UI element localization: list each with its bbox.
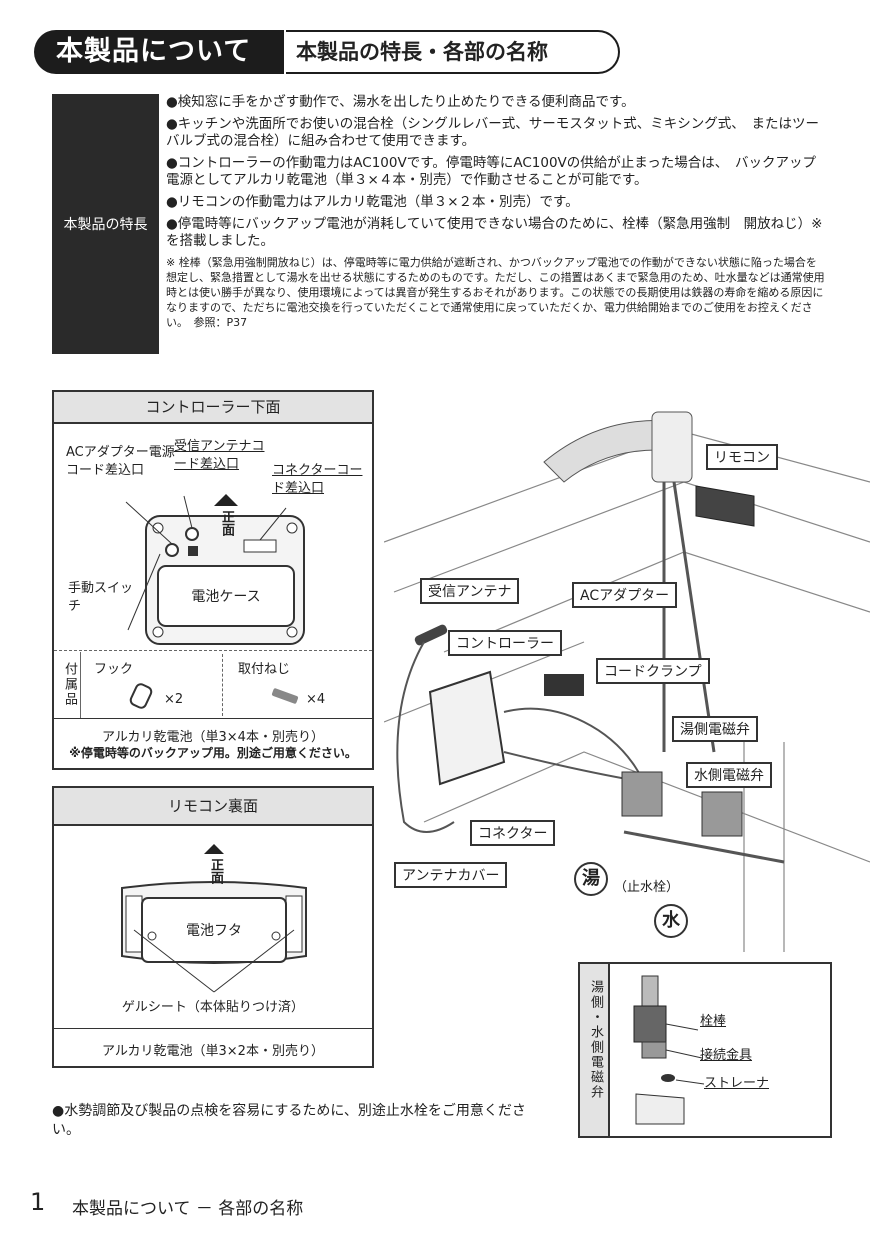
remote-battery-cover: 電池フタ (186, 923, 242, 939)
controller-battery: アルカリ乾電池（単3×4本・別売り） (102, 730, 324, 745)
feature-item: ●キッチンや洗面所でお使いの混合栓（シングルレバー式、サーモスタット式、ミキシン… (166, 116, 820, 149)
connector-port-label: コネクターコード差込口 (272, 463, 363, 496)
antenna-cover-tag: アンテナカバー (394, 862, 508, 888)
section-title: 本製品について (34, 30, 284, 74)
feature-item: ●リモコンの作動電力はアルカリ乾電池（単３×２本・別売）です。 (166, 194, 579, 210)
battery-case: 電池ケース (191, 589, 261, 605)
plug-label: 栓棒 (700, 1014, 727, 1029)
remote-title: リモコン裏面 (54, 788, 372, 826)
controller-tag: コントローラー (448, 630, 562, 656)
valve-inset: 湯側・水側電磁弁 栓棒 接続金具 ストレーナ (578, 962, 832, 1138)
stop-valve-note: ●水勢調節及び製品の点検を容易にするために、別途止水栓をご用意ください。 (52, 1103, 526, 1138)
remote-tag: リモコン (706, 444, 778, 470)
stop-valve-label: （止水栓） (614, 880, 680, 895)
antenna-port-label: 受信アンテナコード差込口 (174, 439, 265, 472)
features-list: ●検知窓に手をかざす動作で、湯水を出したり止めたりできる便利商品です。 ●キッチ… (166, 94, 836, 330)
feature-item: ●コントローラーの作動電力はAC100Vです。停電時等にAC100Vの供給が止ま… (166, 155, 816, 188)
remote-back-drawing (121, 844, 307, 993)
remote-box: リモコン裏面 正面 電池フタ ゲルシート（本体貼りつけ済） アルカリ乾電池（単3… (52, 786, 374, 1068)
feature-item: ●停電時等にバックアップ電池が消耗していて使用できない場合のために、栓棒（緊急用… (166, 216, 836, 249)
features-label: 本製品の特長 (52, 94, 159, 354)
controller-bottom-drawing (125, 494, 305, 645)
screw-icon (271, 687, 299, 705)
controller-box: コントローラー下面 ACアダプター電源コード差込口 受信アンテナコード差込口 コ… (52, 390, 374, 770)
section-subtitle: 本製品の特長・各部の名称 (286, 30, 620, 74)
manual-switch-label: 手動スイッチ (68, 581, 134, 614)
screw-qty: ×4 (306, 692, 326, 707)
hook-label: フック (94, 662, 134, 677)
hot-mark: 湯 (574, 862, 608, 896)
ac-adapter-tag: ACアダプター (572, 582, 678, 608)
hook-qty: ×2 (164, 692, 184, 707)
cord-clamp-tag: コードクランプ (596, 658, 710, 684)
screw-label: 取付ねじ (238, 662, 291, 677)
installation-drawing (384, 411, 870, 952)
footer-title: 本製品について － 各部の名称 (72, 1199, 304, 1219)
gel-sheet-label: ゲルシート（本体貼りつけ済） (121, 1000, 305, 1015)
strainer-label: ストレーナ (704, 1076, 770, 1091)
valve-drawing (633, 975, 705, 1125)
hook-icon (127, 681, 155, 711)
front-mark: 正面 (219, 510, 234, 536)
cold-mark: 水 (654, 904, 688, 938)
fitting-label: 接続金具 (700, 1048, 753, 1063)
controller-battery-note: ※停電時等のバックアップ用。別途ご用意ください。 (69, 746, 357, 760)
controller-title: コントローラー下面 (54, 392, 372, 424)
feature-item: ●検知窓に手をかざす動作で、湯水を出したり止めたりできる便利商品です。 (166, 94, 635, 110)
page-number: 1 (30, 1188, 46, 1216)
feature-note: ※ 栓棒（緊急用強制開放ねじ）は、停電時等に電力供給が遮断され、かつバックアップ… (166, 256, 825, 329)
hot-valve-tag: 湯側電磁弁 (672, 716, 758, 742)
accessories-label: 付属品 (62, 662, 77, 707)
connector-tag: コネクター (470, 820, 556, 846)
remote-front-mark: 正面 (208, 858, 223, 884)
remote-battery: アルカリ乾電池（単3×2本・別売り） (102, 1044, 324, 1059)
ac-port-label: ACアダプター電源コード差込口 (66, 445, 175, 478)
cold-valve-tag: 水側電磁弁 (686, 762, 772, 788)
antenna-tag: 受信アンテナ (420, 578, 520, 604)
inset-label: 湯側・水側電磁弁 (588, 980, 603, 1100)
